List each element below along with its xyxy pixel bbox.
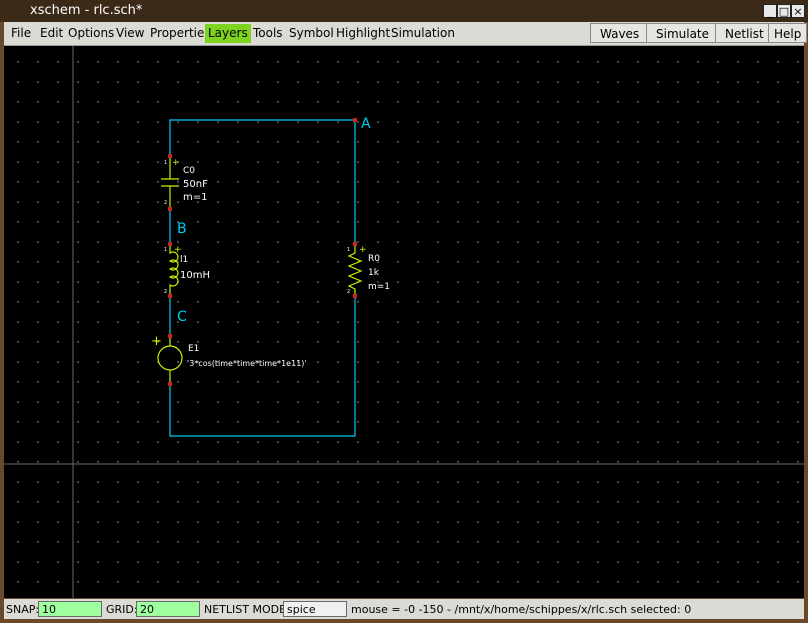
capacitor-name: C0 (183, 166, 195, 176)
help-button[interactable]: Help (768, 23, 808, 43)
menu-bar: File Edit Options View Properties Layers… (4, 22, 808, 46)
capacitor-pin2: 2 (164, 200, 167, 206)
wire-net-a[interactable] (169, 119, 356, 244)
close-icon[interactable]: × (791, 4, 805, 18)
resistor-r0[interactable]: + 1 2 R0 1k m=1 (347, 244, 390, 296)
capacitor-icon (161, 156, 179, 209)
waves-button[interactable]: Waves (590, 23, 650, 43)
net-label-b[interactable]: B (177, 221, 187, 237)
maximize-icon[interactable]: □ (777, 4, 791, 18)
capacitor-value: 50nF (183, 179, 208, 190)
netlist-mode-field[interactable]: spice (283, 601, 347, 617)
grid-label: GRID: (106, 603, 138, 616)
source-name: E1 (188, 344, 199, 354)
menu-options[interactable]: Options (68, 26, 115, 40)
inductor-pin1: 1 (164, 247, 167, 253)
resistor-pin1: 1 (347, 247, 350, 253)
wire-ground[interactable] (169, 296, 356, 437)
wires[interactable] (169, 119, 356, 437)
snap-field[interactable]: 10 (38, 601, 102, 617)
schematic-canvas[interactable]: A B C + 1 2 C0 50nF m=1 + 1 2 l1 10mH (4, 46, 804, 598)
menu-view[interactable]: View (116, 26, 145, 40)
netlist-mode-label: NETLIST MODE: (204, 603, 290, 616)
net-label-c[interactable]: C (177, 309, 187, 325)
minimize-icon[interactable]: _ (763, 4, 777, 18)
pin-markers (168, 118, 357, 386)
resistor-icon (347, 244, 363, 296)
inductor-icon (168, 244, 179, 296)
menu-layers[interactable]: Layers (205, 24, 251, 43)
schematic-drawing: A B C + 1 2 C0 50nF m=1 + 1 2 l1 10mH (4, 46, 804, 598)
window-title: xschem - rlc.sch* (30, 3, 143, 18)
source-e1[interactable]: + E1 '3*cos(time*time*time*1e11)' (151, 334, 307, 384)
inductor-pin2: 2 (164, 289, 167, 295)
title-bar: xschem - rlc.sch* _ □ × (0, 0, 808, 22)
snap-label: SNAP: (6, 603, 40, 616)
menu-highlight[interactable]: Highlight (336, 26, 391, 40)
inductor-value: 10mH (180, 270, 210, 281)
status-info: mouse = -0 -150 - /mnt/x/home/schippes/x… (351, 603, 692, 616)
inductor-l1[interactable]: + 1 2 l1 10mH (164, 244, 210, 296)
capacitor-c0[interactable]: + 1 2 C0 50nF m=1 (161, 156, 208, 209)
source-plus: + (151, 334, 162, 349)
menu-edit[interactable]: Edit (40, 26, 64, 40)
status-bar: SNAP: 10 GRID: 20 NETLIST MODE: spice mo… (4, 599, 804, 619)
menu-tools[interactable]: Tools (253, 26, 283, 40)
capacitor-mult: m=1 (183, 192, 207, 203)
menu-simulation[interactable]: Simulation (391, 26, 455, 40)
resistor-name: R0 (368, 254, 380, 264)
grid-field[interactable]: 20 (136, 601, 200, 617)
resistor-mult: m=1 (368, 282, 390, 292)
inductor-plus: + (174, 245, 182, 255)
resistor-plus: + (359, 245, 367, 255)
menu-symbol[interactable]: Symbol (289, 26, 334, 40)
source-value: '3*cos(time*time*time*1e11)' (187, 359, 307, 368)
menu-file[interactable]: File (11, 26, 32, 40)
resistor-value: 1k (368, 268, 380, 278)
capacitor-plus: + (172, 158, 180, 168)
net-label-a[interactable]: A (361, 116, 371, 132)
capacitor-pin1: 1 (164, 160, 167, 166)
inductor-name: l1 (180, 255, 188, 265)
netlist-button[interactable]: Netlist (715, 23, 774, 43)
resistor-pin2: 2 (347, 289, 350, 295)
menu-properties[interactable]: Properties (150, 26, 211, 40)
simulate-button[interactable]: Simulate (646, 23, 720, 43)
